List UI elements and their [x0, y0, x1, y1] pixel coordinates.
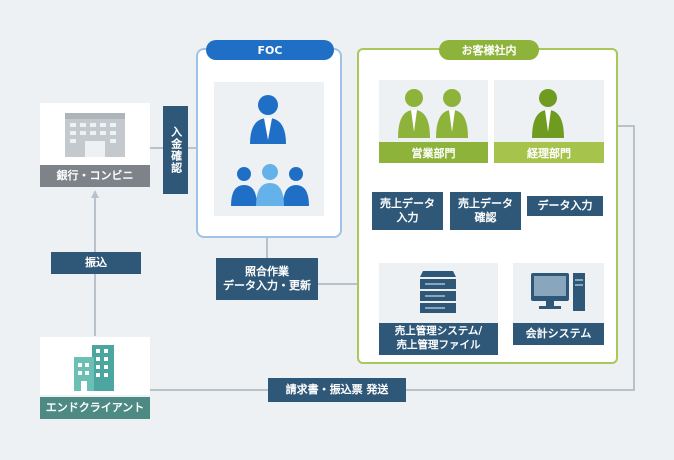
uriage-check-box: 売上データ確認 [450, 192, 521, 230]
invoice-box: 請求書・振込票 発送 [268, 378, 406, 402]
uriage-input-line1: 売上データ [380, 196, 435, 210]
foc-title-text: FOC [257, 43, 283, 57]
team-icon [231, 164, 309, 206]
client-title-text: お客様社内 [461, 43, 517, 57]
client-title: お客様社内 [439, 40, 539, 60]
keiri-label: 経理部門 [494, 142, 604, 163]
accounting-icon-area [513, 263, 604, 323]
uriage-check-line1: 売上データ [458, 196, 513, 210]
office-building-icon [74, 345, 114, 391]
server-icon [420, 271, 456, 313]
data-input-box: データ入力 [527, 196, 603, 216]
bank-label: 銀行・コンビニ [40, 165, 150, 187]
shogo-line1: 照合作業 [245, 264, 289, 278]
sales-system-icon-area [379, 263, 498, 323]
manager-icon [250, 95, 286, 144]
uriage-input-line2: 入力 [396, 211, 419, 224]
foc-title: FOC [206, 40, 334, 60]
computer-icon [531, 273, 585, 311]
nyukin-box: 入金確認 [163, 106, 188, 194]
shogo-box: 照合作業データ入力・更新 [216, 258, 318, 300]
uriage-input-box: 売上データ入力 [372, 192, 443, 230]
shogo-line2: データ入力・更新 [223, 279, 311, 292]
end-client-label: エンドクライアント [40, 397, 150, 419]
building-icon [65, 113, 125, 157]
keiri-icon-area [494, 80, 604, 142]
end-client-icon-area [40, 337, 150, 395]
sales-system-line2: 売上管理ファイル [396, 339, 481, 351]
accounting-staff-icon [532, 89, 564, 138]
furikomi-box: 振込 [51, 252, 141, 274]
eigyo-label: 営業部門 [379, 142, 488, 163]
accounting-label: 会計システム [513, 323, 604, 345]
sales-system-label: 売上管理システム/売上管理ファイル [379, 323, 498, 355]
uriage-check-line2: 確認 [474, 211, 497, 224]
bank-icon-area [40, 103, 150, 165]
foc-panel [196, 48, 342, 238]
eigyo-icon-area [379, 80, 488, 142]
sales-system-line1: 売上管理システム/ [394, 325, 483, 338]
sales-staff-icon [398, 89, 468, 138]
